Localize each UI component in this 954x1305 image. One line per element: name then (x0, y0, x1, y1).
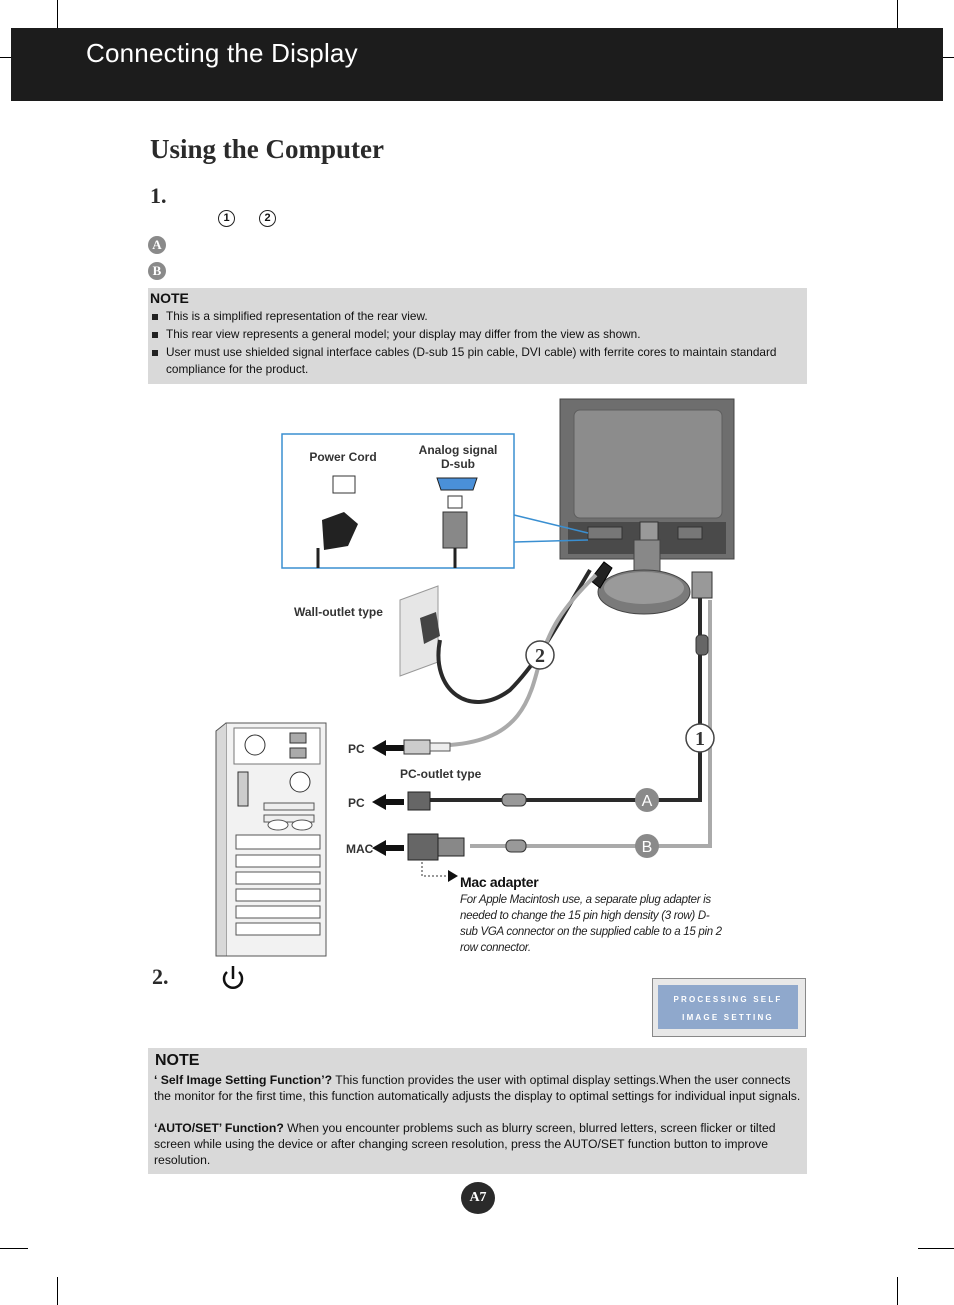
callout-2: 2 (525, 640, 555, 670)
note-item: User must use shielded signal interface … (166, 345, 777, 376)
crop-mark (943, 57, 954, 58)
osd-line-2: IMAGE SETTING (682, 1013, 774, 1022)
pc-label: PC (348, 742, 365, 756)
wall-outlet (399, 585, 440, 677)
pc-outlet-label: PC-outlet type (400, 767, 482, 781)
bullet-icon (152, 350, 158, 356)
section-title: Using the Computer (150, 134, 384, 164)
mac-label: MAC (346, 842, 374, 856)
note-item: This rear view represents a general mode… (166, 327, 641, 341)
analog-signal-label: Analog signal (419, 443, 498, 457)
svg-text:B: B (642, 839, 653, 856)
svg-text:A: A (642, 793, 653, 810)
callout-1: 1 (685, 723, 715, 753)
page-number: A7 (461, 1182, 495, 1214)
arrow-left-icon (372, 794, 404, 810)
pc-tower-rear (215, 722, 327, 957)
callout-a: A (635, 788, 659, 812)
note-paragraph: ‘AUTO/SET’ Function? When you encounter … (154, 1120, 802, 1168)
badge-a: A (148, 236, 166, 254)
osd-message-box: PROCESSING SELF IMAGE SETTING (652, 978, 806, 1037)
bullet-icon (152, 332, 158, 338)
arrow-left-icon (372, 740, 404, 756)
pc-label: PC (348, 796, 365, 810)
note-box-2: NOTE ‘ Self Image Setting Function’? Thi… (148, 1048, 807, 1174)
note-item: This is a simplified representation of t… (166, 309, 428, 323)
step-marker-2: 2 (259, 210, 276, 227)
svg-text:1: 1 (695, 728, 705, 750)
bullet-icon (152, 314, 158, 320)
note-term: ‘AUTO/SET’ Function? (154, 1121, 284, 1135)
power-icon (222, 966, 244, 989)
dsub-label: D-sub (441, 457, 475, 471)
crop-mark (0, 1248, 28, 1249)
note-paragraph: ‘ Self Image Setting Function’? This fun… (154, 1072, 802, 1104)
osd-line-1: PROCESSING SELF (673, 995, 783, 1004)
mac-adapter-heading: Mac adapter (460, 874, 539, 890)
page-header-title: Connecting the Display (86, 38, 358, 68)
badge-b: B (148, 262, 166, 280)
power-cord-label: Power Cord (309, 450, 376, 464)
note-term: ‘ Self Image Setting Function’? (154, 1073, 333, 1087)
crop-mark (57, 0, 58, 28)
step-2-number: 2. (152, 964, 169, 989)
mac-adapter-text: For Apple Macintosh use, a separate plug… (460, 894, 722, 954)
crop-mark (918, 1248, 954, 1249)
crop-mark (0, 57, 11, 58)
note-heading: NOTE (155, 1052, 200, 1069)
svg-text:2: 2 (535, 645, 545, 667)
crop-mark (897, 1277, 898, 1305)
note-text: This function provides the user with opt… (154, 1073, 801, 1103)
header-bar (11, 28, 943, 101)
note-box-1: NOTE This is a simplified representation… (148, 288, 807, 384)
osd-message: PROCESSING SELF IMAGE SETTING (658, 985, 798, 1029)
wall-outlet-label: Wall-outlet type (294, 605, 383, 619)
arrow-left-icon (372, 840, 404, 856)
note-text: When you encounter problems such as blur… (154, 1121, 776, 1167)
crop-mark (57, 1277, 58, 1305)
step-marker-1: 1 (218, 210, 235, 227)
crop-mark (897, 0, 898, 28)
callout-b: B (635, 834, 659, 858)
monitor-rear (559, 398, 735, 615)
connector-inset: Power Cord Analog signal D-sub (281, 433, 515, 569)
step-1-number: 1. (150, 183, 167, 208)
note-heading: NOTE (150, 290, 189, 306)
